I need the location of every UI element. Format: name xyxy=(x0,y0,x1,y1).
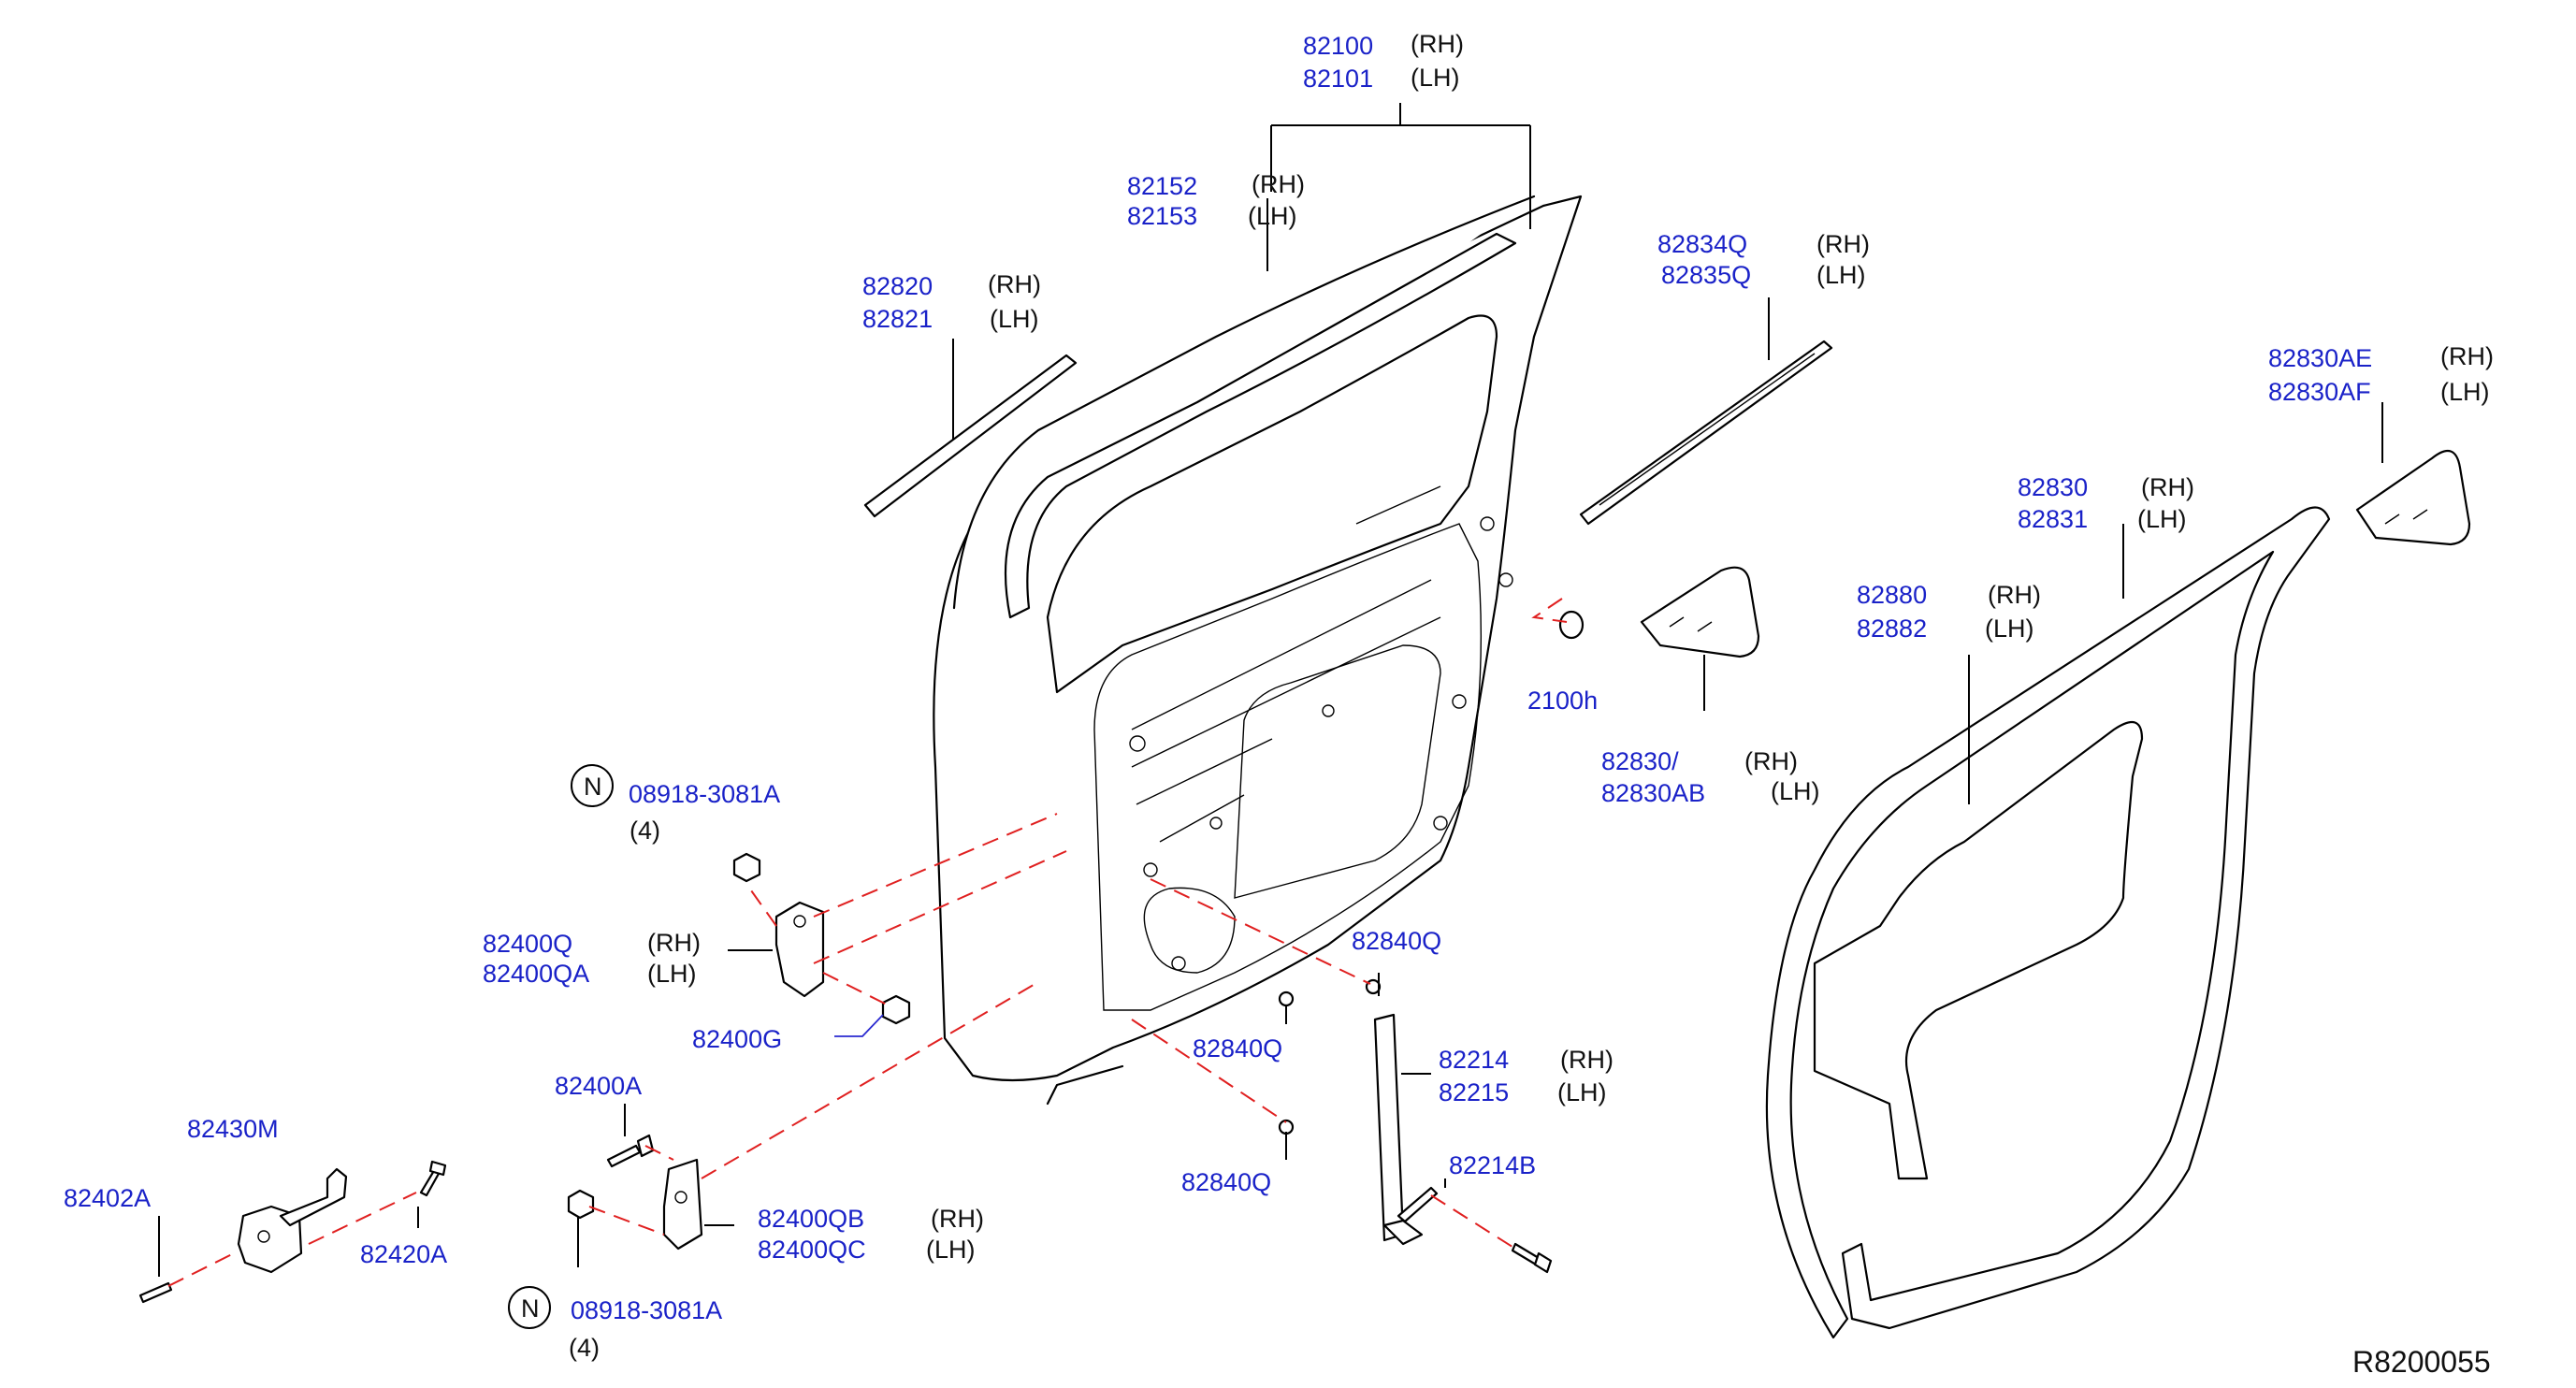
label-82820: 82820 xyxy=(862,272,933,300)
bolt-82402a-drawing xyxy=(138,1281,173,1304)
label-82400qc: 82400QC xyxy=(758,1236,866,1264)
hinge-upper-drawing xyxy=(774,901,825,998)
label-82830ae-rh: (RH) xyxy=(2440,342,2494,370)
door-check-drawing xyxy=(237,1167,348,1274)
label-82153: 82153 xyxy=(1127,202,1197,230)
label-82830ae-lh: (LH) xyxy=(2440,378,2490,406)
label-plug-fragment: 2100h xyxy=(1527,687,1598,715)
label-82830a-lh: (LH) xyxy=(1771,777,1820,805)
label-82830ae: 82830AE xyxy=(2268,344,2372,372)
label-82400qb-rh: (RH) xyxy=(931,1205,984,1233)
n-symbol-lower-circle xyxy=(508,1286,551,1329)
nut-82400g-drawing xyxy=(881,994,911,1025)
molding-belt-drawing xyxy=(1579,340,1833,526)
seal-inner-drawing xyxy=(1813,720,2144,1180)
label-82880-lh: (LH) xyxy=(1985,614,2034,643)
label-82834q: 82834Q xyxy=(1657,230,1747,258)
label-82402a: 82402A xyxy=(64,1184,151,1212)
label-82821: 82821 xyxy=(862,305,933,333)
plug-2100-drawing xyxy=(1558,610,1585,640)
n-symbol-lower: N xyxy=(521,1294,540,1323)
nut-upper-drawing xyxy=(732,852,761,883)
label-82100-lh: (LH) xyxy=(1411,64,1460,92)
weatherstrip-drawing xyxy=(1765,506,2331,1339)
label-82400q-lh: (LH) xyxy=(647,960,697,988)
label-82882: 82882 xyxy=(1857,614,1927,643)
label-82831: 82831 xyxy=(2018,505,2088,533)
label-82834q-lh: (LH) xyxy=(1816,261,1866,289)
label-82420a: 82420A xyxy=(360,1240,447,1268)
bolt-82214b-drawing xyxy=(1511,1242,1553,1274)
label-82214: 82214 xyxy=(1439,1046,1509,1074)
label-82152: 82152 xyxy=(1127,172,1197,200)
connector-dashes xyxy=(167,598,1568,1287)
nut-lower-drawing xyxy=(567,1189,595,1220)
label-82830-rh: (RH) xyxy=(2141,473,2194,501)
label-82840q-c: 82840Q xyxy=(1181,1168,1271,1196)
label-82400q-rh: (RH) xyxy=(647,929,701,957)
label-08918-upper: 08918-3081A xyxy=(629,780,780,808)
label-82101: 82101 xyxy=(1303,65,1373,93)
label-82820-lh: (LH) xyxy=(990,305,1039,333)
label-82830a: 82830/ xyxy=(1601,747,1679,775)
label-82400qa: 82400QA xyxy=(483,960,589,988)
label-08918-lower-qty: (4) xyxy=(569,1334,600,1362)
reference-code: R8200055 xyxy=(2352,1345,2491,1379)
label-82835q: 82835Q xyxy=(1661,261,1751,289)
label-82152-rh: (RH) xyxy=(1252,170,1305,198)
label-82214b: 82214B xyxy=(1449,1151,1536,1179)
label-82830af: 82830AF xyxy=(2268,378,2371,406)
label-82834q-rh: (RH) xyxy=(1816,230,1870,258)
label-82840q-a: 82840Q xyxy=(1352,927,1441,955)
sash-drawing xyxy=(1373,1013,1439,1246)
label-82400qb: 82400QB xyxy=(758,1205,864,1233)
bolt-82420a-drawing xyxy=(419,1160,447,1197)
label-82430m: 82430M xyxy=(187,1115,279,1143)
label-82820-rh: (RH) xyxy=(988,270,1041,298)
seal-corner-upper-drawing xyxy=(2355,449,2471,546)
label-82830: 82830 xyxy=(2018,473,2088,501)
label-82830-lh: (LH) xyxy=(2137,505,2187,533)
glass-run-drawing xyxy=(1005,232,1517,619)
hinge-lower-drawing xyxy=(662,1158,703,1251)
plugs-82840q-drawing xyxy=(1278,978,1382,1135)
label-82400q: 82400Q xyxy=(483,930,572,958)
molding-outer-drawing xyxy=(863,354,1078,518)
label-82215: 82215 xyxy=(1439,1078,1509,1106)
label-82214-lh: (LH) xyxy=(1557,1078,1607,1106)
label-82100: 82100 xyxy=(1303,32,1373,60)
label-08918-lower: 08918-3081A xyxy=(571,1296,722,1324)
label-82880-rh: (RH) xyxy=(1988,581,2041,609)
seal-corner-lower-drawing xyxy=(1640,566,1760,658)
n-symbol-upper: N xyxy=(584,773,602,801)
label-82152-lh: (LH) xyxy=(1248,202,1297,230)
label-82100-rh: (RH) xyxy=(1411,30,1464,58)
label-82400a: 82400A xyxy=(555,1072,642,1100)
label-82400qb-lh: (LH) xyxy=(926,1236,976,1264)
label-82830ab: 82830AB xyxy=(1601,779,1705,807)
label-82400g: 82400G xyxy=(692,1025,782,1053)
label-82880: 82880 xyxy=(1857,581,1927,609)
label-82830a-rh: (RH) xyxy=(1744,747,1798,775)
leader-lines xyxy=(158,103,2383,1277)
label-82840q-b: 82840Q xyxy=(1193,1034,1282,1063)
n-symbol-upper-circle xyxy=(571,764,614,807)
label-82214-rh: (RH) xyxy=(1560,1046,1614,1074)
label-08918-upper-qty: (4) xyxy=(630,817,660,845)
bolt-82400a-drawing xyxy=(606,1134,655,1168)
